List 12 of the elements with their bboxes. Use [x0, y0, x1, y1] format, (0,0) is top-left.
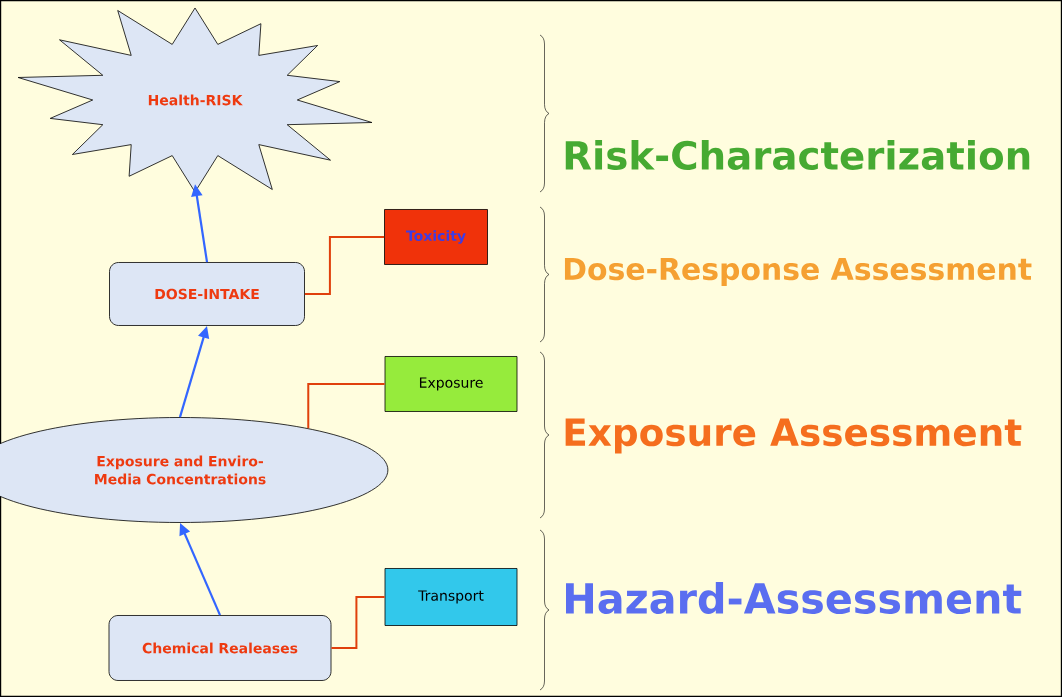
- connector-line: [303, 236, 386, 295]
- category-box: Exposure: [384, 356, 518, 412]
- category-box: Transport: [384, 568, 518, 626]
- section-heading: Dose-Response Assessment: [564, 258, 1032, 286]
- connector-line: [307, 383, 386, 430]
- process-box: Chemical Realeases: [108, 615, 332, 681]
- process-box: DOSE-INTAKE: [109, 262, 305, 326]
- section-heading: Exposure Assessment: [565, 418, 1022, 454]
- section-heading: Hazard-Assessment: [566, 582, 1022, 614]
- section-heading: Risk-Characterization: [565, 140, 1030, 170]
- category-box: Toxicity: [384, 209, 488, 265]
- connector-line: [330, 596, 386, 649]
